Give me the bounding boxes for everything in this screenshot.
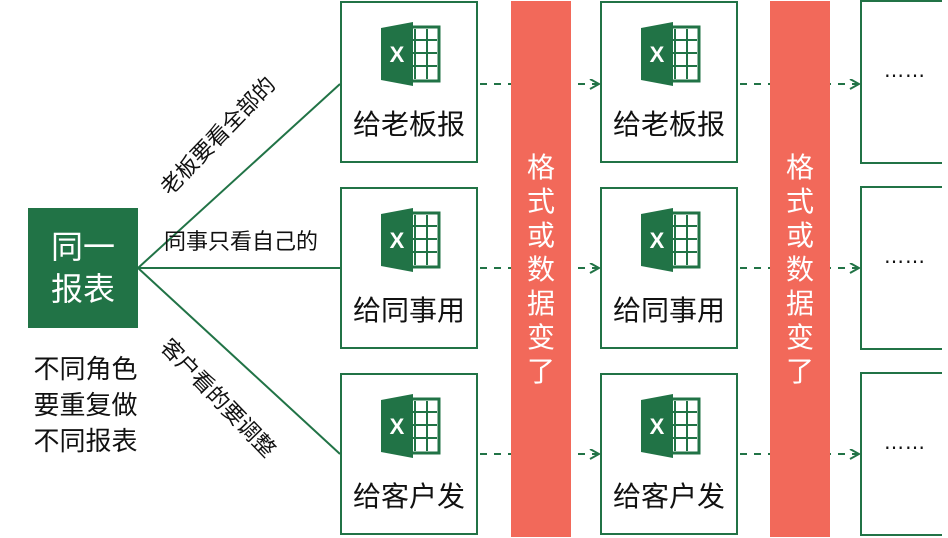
ellipsis-text: …… — [884, 244, 926, 268]
change-bar: 格式或数据变了 — [770, 1, 830, 537]
svg-text:X: X — [650, 414, 665, 439]
excel-icon: X — [381, 394, 441, 458]
continuation-box: …… — [860, 0, 942, 164]
report-card: X 给客户发 — [600, 373, 738, 535]
source-label-line1: 同一 — [50, 228, 115, 266]
edge-label-middle: 同事只看自己的 — [164, 230, 319, 255]
report-card: X 给同事用 — [600, 187, 738, 349]
branch-line-top — [137, 83, 341, 269]
card-label: 给客户发 — [612, 480, 725, 513]
change-bar-label: 格式或数据变了 — [785, 151, 814, 388]
change-bar: 格式或数据变了 — [511, 1, 571, 537]
excel-icon: X — [381, 208, 441, 272]
side-note-line: 要重复做 — [33, 391, 138, 421]
svg-text:X: X — [390, 414, 405, 439]
svg-text:X: X — [390, 228, 405, 253]
source-label-line2: 报表 — [50, 270, 115, 308]
ellipsis-text: …… — [884, 58, 926, 82]
ellipsis-text: …… — [884, 430, 926, 454]
card-label: 给同事用 — [612, 294, 725, 327]
card-label: 给老板报 — [612, 108, 725, 141]
side-note-line: 不同报表 — [33, 427, 138, 457]
side-note: 不同角色 要重复做 不同报表 — [18, 352, 153, 460]
excel-icon: X — [381, 22, 441, 86]
excel-icon: X — [641, 208, 701, 272]
svg-text:X: X — [650, 42, 665, 67]
report-card: X 给客户发 — [340, 373, 478, 535]
continuation-box: …… — [860, 372, 942, 536]
change-bar-label: 格式或数据变了 — [526, 151, 555, 388]
excel-icon: X — [641, 394, 701, 458]
report-card: X 给老板报 — [600, 1, 738, 163]
side-note-line: 不同角色 — [33, 355, 138, 385]
continuation-box: …… — [860, 186, 942, 350]
source-report-box: 同一 报表 — [28, 208, 138, 328]
report-card: X 给老板报 — [340, 1, 478, 163]
card-label: 给老板报 — [352, 108, 465, 141]
svg-text:X: X — [650, 228, 665, 253]
card-label: 给客户发 — [352, 480, 465, 513]
excel-icon: X — [641, 22, 701, 86]
report-card: X 给同事用 — [340, 187, 478, 349]
svg-text:X: X — [390, 42, 405, 67]
branch-line-bottom — [137, 267, 341, 455]
card-label: 给同事用 — [352, 294, 465, 327]
